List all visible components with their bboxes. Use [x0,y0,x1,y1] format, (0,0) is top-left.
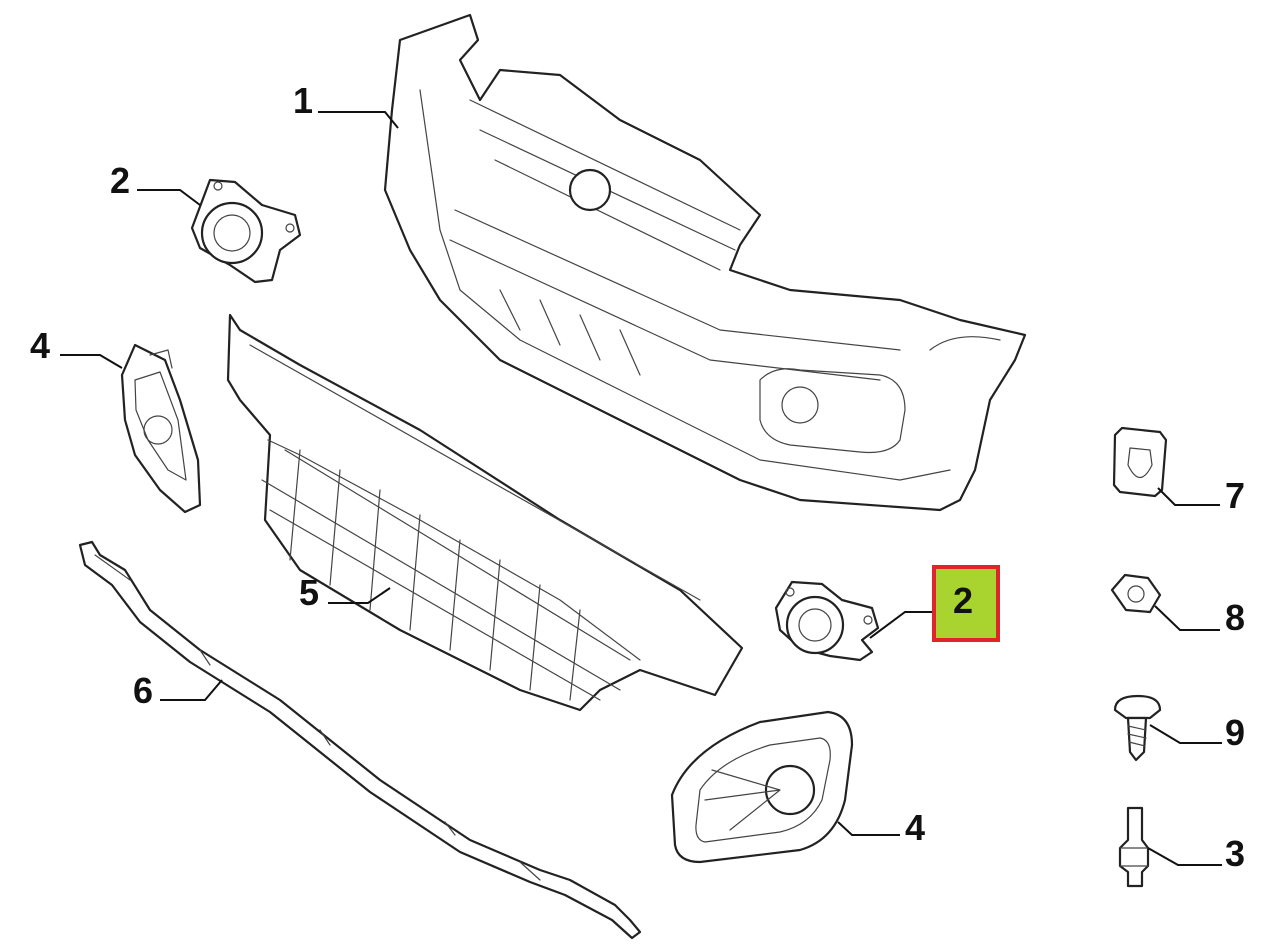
leader-grille [328,587,391,604]
clip-part[interactable] [1112,426,1168,498]
nut-part[interactable] [1110,573,1162,614]
leader-fog-frame-left [60,354,123,369]
callout-labels: 1 2 4 5 6 2 4 7 8 9 3 [30,80,1245,874]
callout-clip[interactable]: 7 [1225,475,1245,516]
fog-frame-right-part[interactable] [670,710,854,864]
leader-lines [60,111,1222,866]
front-bumper-part[interactable] [383,13,1027,512]
leader-strip [160,679,223,701]
callout-nut[interactable]: 8 [1225,597,1245,638]
leader-fog-frame-right [837,821,900,836]
callout-strip[interactable]: 6 [133,670,153,711]
fog-lamp-left-part[interactable] [190,178,302,284]
highlight-box [932,565,1000,642]
stud-part[interactable] [1118,806,1150,888]
callout-fog-lamp-right[interactable]: 2 [953,580,973,621]
callout-fog-frame-right[interactable]: 4 [905,807,925,848]
leader-bumper [318,111,399,129]
leader-nut [1154,605,1220,631]
lower-grille-part[interactable] [226,313,744,712]
callout-fog-lamp-left[interactable]: 2 [110,160,130,201]
leader-fog-lamp-right [869,611,935,639]
leader-stud [1147,847,1222,866]
callout-bumper[interactable]: 1 [293,80,313,121]
callout-screw[interactable]: 9 [1225,712,1245,753]
screw-part[interactable] [1113,694,1162,762]
callout-stud[interactable]: 3 [1225,833,1245,874]
lower-strip-part[interactable] [78,540,642,940]
leader-fog-lamp-left [137,189,201,206]
leader-clip [1157,487,1220,506]
fog-lamp-right-part[interactable] [774,580,880,662]
callout-grille[interactable]: 5 [299,572,319,613]
leader-screw [1149,724,1222,744]
callout-fog-frame-left[interactable]: 4 [30,325,50,366]
fog-frame-left-part[interactable] [120,343,202,514]
